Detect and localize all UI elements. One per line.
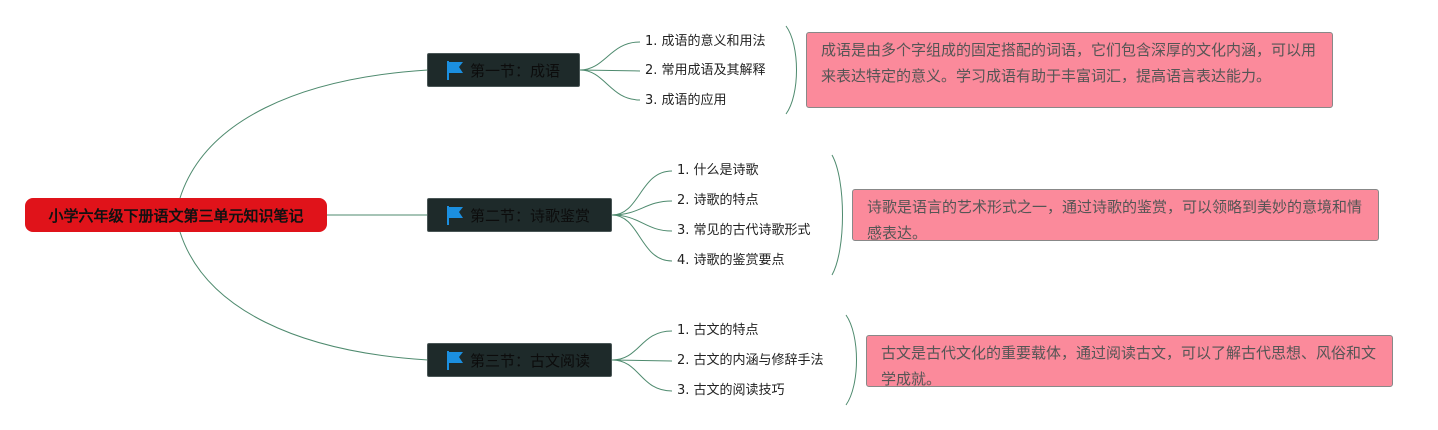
link-root-topic-1 <box>179 69 429 199</box>
topic-node-3[interactable]: 第三节：古文阅读 <box>427 343 612 377</box>
link-topic-2-item-2 <box>611 200 673 216</box>
link-topic-3-item-3 <box>611 359 673 392</box>
topic-label-2: 第二节：诗歌鉴赏 <box>470 206 591 225</box>
topic-node-2[interactable]: 第二节：诗歌鉴赏 <box>427 198 612 232</box>
topic-1-item-2[interactable]: 2. 常用成语及其解释 <box>645 63 766 78</box>
topic-2-item-4[interactable]: 4. 诗歌的鉴赏要点 <box>677 253 785 268</box>
summary-note-1: 成语是由多个字组成的固定搭配的词语，它们包含深厚的文化内涵，可以用来表达特定的意… <box>806 32 1333 108</box>
topic-node-1[interactable]: 第一节：成语 <box>427 53 580 87</box>
link-topic-2-item-1 <box>611 170 673 216</box>
link-topic-2-item-3 <box>611 214 673 232</box>
topic-3-item-2[interactable]: 2. 古文的内涵与修辞手法 <box>677 353 824 368</box>
summary-bracket-3 <box>845 314 857 406</box>
link-topic-1-item-3 <box>579 69 641 101</box>
summary-note-2: 诗歌是语言的艺术形式之一，通过诗歌的鉴赏，可以领略到美妙的意境和情感表达。 <box>852 189 1379 242</box>
topic-2-item-2[interactable]: 2. 诗歌的特点 <box>677 193 759 208</box>
link-topic-3-item-2 <box>611 359 673 362</box>
flag-icon <box>447 206 463 225</box>
topic-2-item-1[interactable]: 1. 什么是诗歌 <box>677 163 759 178</box>
topic-label-1: 第一节：成语 <box>470 61 561 80</box>
flag-icon <box>447 61 463 80</box>
link-topic-1-item-2 <box>579 69 641 72</box>
topic-3-item-3[interactable]: 3. 古文的阅读技巧 <box>677 383 785 398</box>
summary-bracket-1 <box>785 25 797 115</box>
topic-label-3: 第三节：古文阅读 <box>470 351 591 370</box>
link-topic-2-item-4 <box>611 214 673 262</box>
link-root-topic-3 <box>179 231 429 361</box>
root-node[interactable]: 小学六年级下册语文第三单元知识笔记 <box>25 198 327 232</box>
link-topic-1-item-1 <box>579 41 641 71</box>
summary-note-3: 古文是古代文化的重要载体，通过阅读古文，可以了解古代思想、风俗和文学成就。 <box>866 335 1393 388</box>
flag-icon <box>447 351 463 370</box>
topic-2-item-3[interactable]: 3. 常见的古代诗歌形式 <box>677 223 811 238</box>
topic-1-item-1[interactable]: 1. 成语的意义和用法 <box>645 34 766 49</box>
topic-3-item-1[interactable]: 1. 古文的特点 <box>677 323 759 338</box>
topic-1-item-3[interactable]: 3. 成语的应用 <box>645 93 727 108</box>
summary-bracket-2 <box>831 154 843 276</box>
link-topic-3-item-1 <box>611 330 673 361</box>
